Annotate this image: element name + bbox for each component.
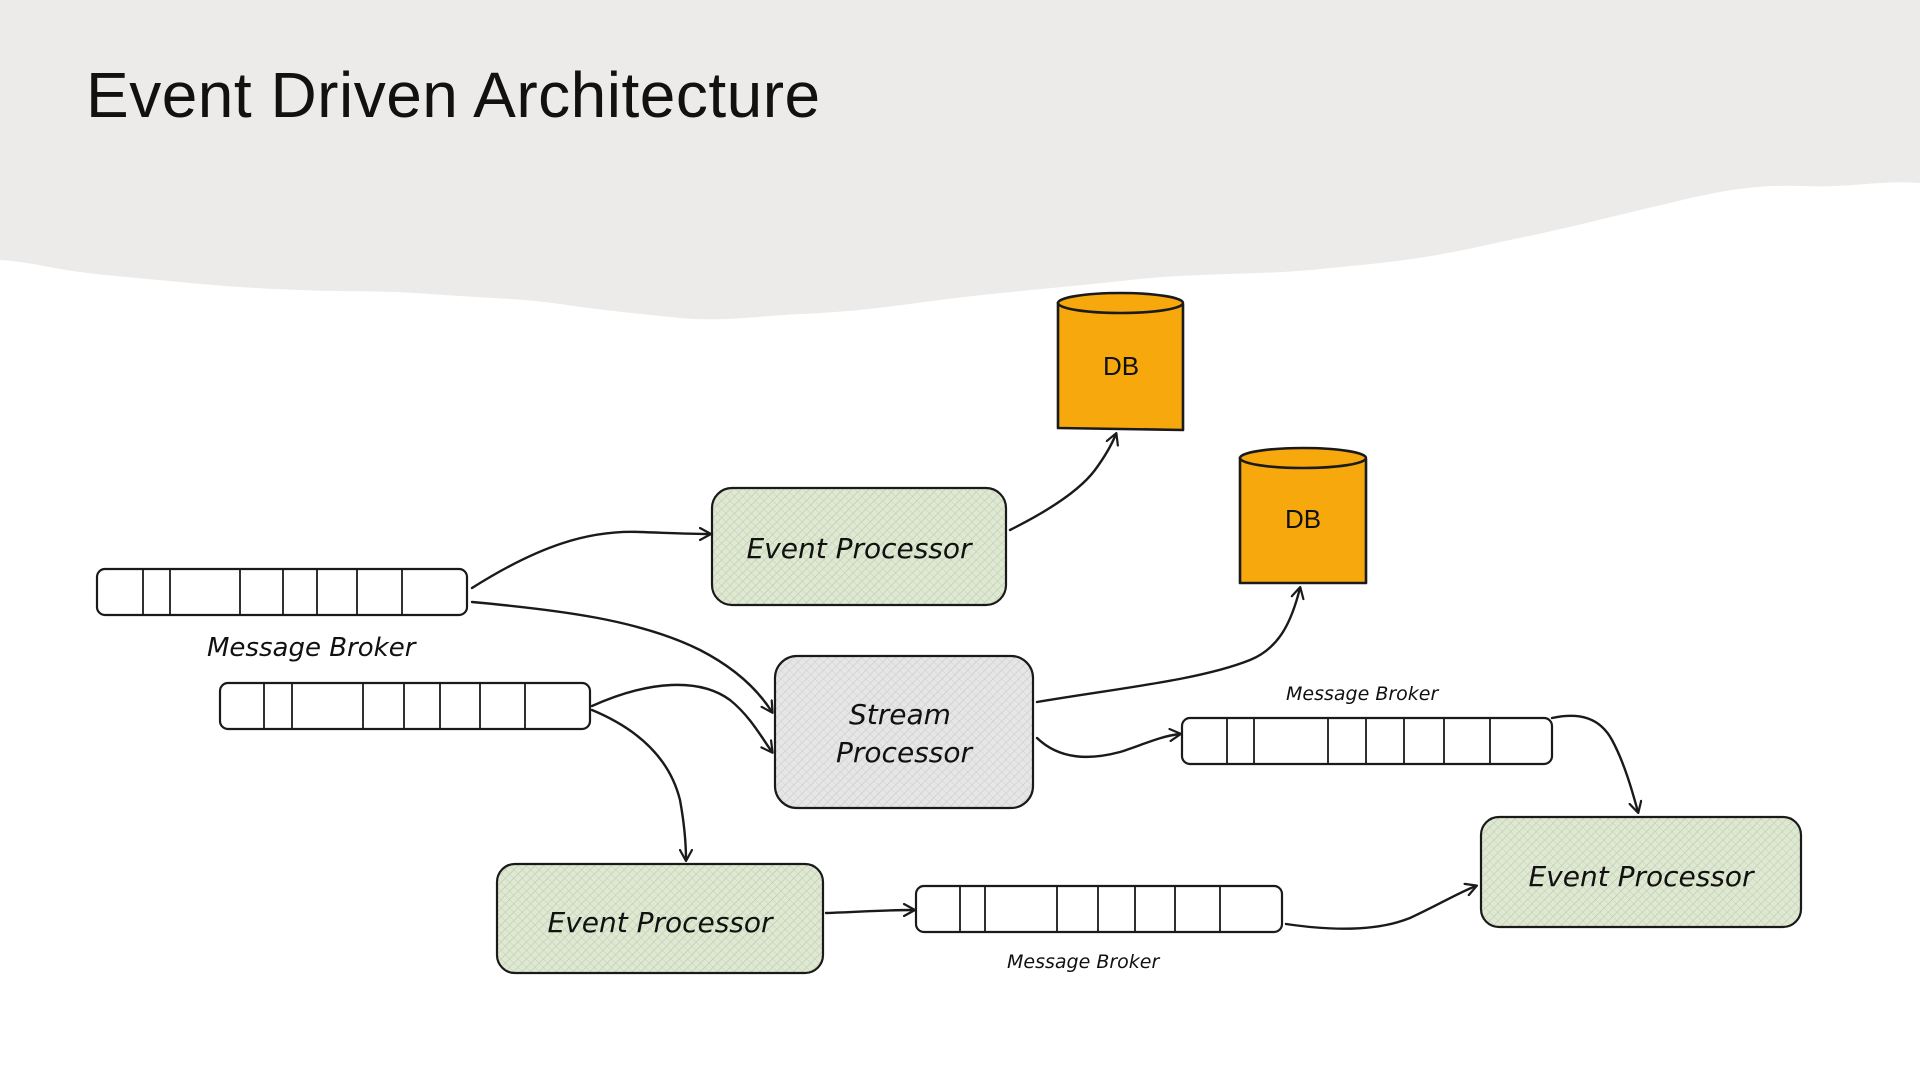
stream-processor-label-line2: Processor bbox=[836, 736, 973, 769]
db-top: DB bbox=[1056, 291, 1185, 432]
message-broker-right bbox=[1180, 716, 1554, 766]
message-broker-right-label: Message Broker bbox=[1286, 683, 1439, 705]
edge-broker-second-to-stream-processor bbox=[590, 683, 772, 752]
db-right: DB bbox=[1238, 446, 1368, 585]
edges bbox=[470, 434, 1638, 930]
message-broker-top-label: Message Broker bbox=[207, 633, 418, 663]
edge-broker-top-to-stream-processor bbox=[470, 600, 772, 712]
db-top-label: DB bbox=[1103, 351, 1139, 381]
message-broker-second bbox=[218, 681, 592, 731]
event-processor-top: Event Processor bbox=[710, 486, 1008, 607]
event-processor-top-label: Event Processor bbox=[746, 532, 973, 565]
edge-stream-processor-to-db-right bbox=[1035, 588, 1300, 704]
page-title: Event Driven Architecture bbox=[86, 59, 821, 131]
edge-broker-second-to-event-processor-bottom-left bbox=[590, 708, 686, 860]
message-broker-bottom bbox=[914, 884, 1284, 934]
edge-broker-bottom-to-event-processor-right bbox=[1284, 886, 1476, 930]
db-right-label: DB bbox=[1285, 504, 1321, 534]
event-processor-right-label: Event Processor bbox=[1528, 860, 1755, 893]
message-broker-bottom-label: Message Broker bbox=[1007, 951, 1160, 973]
event-processor-bottom-left: Event Processor bbox=[495, 862, 825, 975]
edge-broker-top-to-event-processor-top bbox=[470, 532, 710, 590]
stream-processor-label-line1: Stream bbox=[849, 698, 951, 731]
edge-broker-right-to-event-processor-right bbox=[1550, 714, 1638, 812]
edge-event-processor-bottom-left-to-broker-bottom bbox=[824, 910, 914, 913]
edge-event-processor-top-to-db-top bbox=[1008, 434, 1116, 532]
edge-stream-processor-to-broker-right bbox=[1035, 734, 1180, 759]
event-processor-right: Event Processor bbox=[1479, 815, 1803, 929]
stream-processor: Stream Processor bbox=[773, 654, 1035, 810]
header-band bbox=[0, 0, 1920, 320]
message-broker-top bbox=[95, 567, 469, 617]
event-processor-bottom-left-label: Event Processor bbox=[547, 906, 774, 939]
